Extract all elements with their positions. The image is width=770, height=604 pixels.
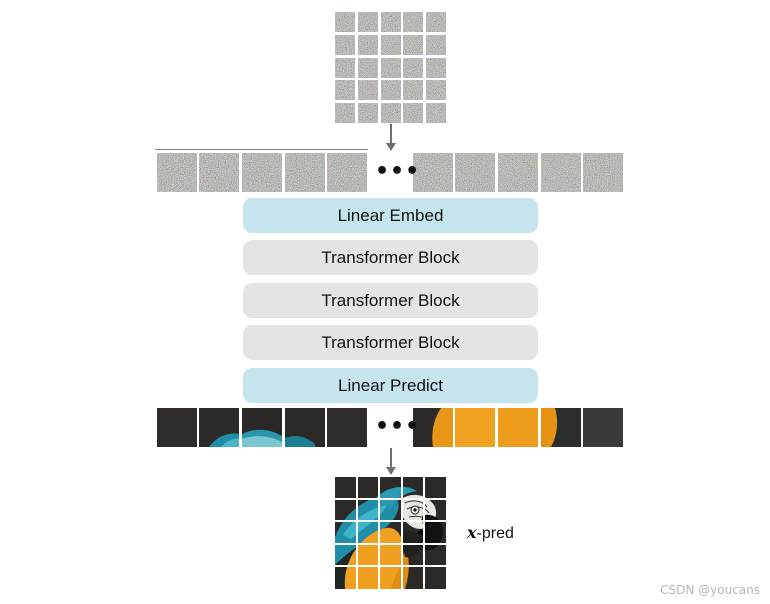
noisy-token	[583, 153, 623, 192]
transformer-block-2: Transformer Block	[243, 283, 538, 318]
predicted-output-image	[335, 477, 446, 589]
grid-line	[423, 477, 425, 589]
predicted-token	[242, 408, 282, 447]
grid-line	[335, 498, 446, 500]
noise-patch	[335, 12, 355, 32]
grid-line	[335, 543, 446, 545]
noise-patch	[403, 34, 424, 55]
noise-patch	[426, 34, 446, 55]
transformer-block-1: Transformer Block	[243, 240, 538, 275]
predicted-token	[413, 408, 453, 447]
noise-patch	[335, 80, 355, 101]
noisy-token	[327, 153, 367, 192]
x-pred-label: x-pred	[467, 523, 514, 543]
noise-patch	[357, 34, 378, 55]
noise-patch	[403, 80, 424, 101]
noise-patch	[357, 80, 378, 101]
arrow-down-icon	[386, 124, 396, 151]
noise-patch	[380, 34, 401, 55]
noise-patch	[426, 12, 446, 32]
noisy-token	[413, 153, 453, 192]
noise-patch	[426, 57, 446, 78]
noise-patch	[357, 103, 378, 123]
watermark: CSDN @youcans	[660, 583, 760, 597]
noise-patch	[335, 57, 355, 78]
noise-patch	[403, 12, 424, 32]
noisy-token	[199, 153, 239, 192]
noise-patch	[357, 57, 378, 78]
noisy-token	[157, 153, 197, 192]
linear-predict-block: Linear Predict	[243, 368, 538, 403]
grid-line	[356, 477, 358, 589]
predicted-token	[327, 408, 367, 447]
linear-embed-block: Linear Embed	[243, 198, 538, 233]
noise-patch	[335, 103, 355, 123]
x-pred-symbol: x	[467, 523, 477, 542]
noisy-token	[498, 153, 538, 192]
ellipsis-top: •••	[375, 159, 421, 184]
predicted-token	[157, 408, 197, 447]
predicted-token	[285, 408, 325, 447]
grid-line	[401, 477, 403, 589]
noisy-token	[285, 153, 325, 192]
noisy-token	[242, 153, 282, 192]
predicted-token	[541, 408, 581, 447]
noise-patch	[380, 57, 401, 78]
noise-patch	[403, 103, 424, 123]
predicted-token	[583, 408, 623, 447]
ellipsis-bottom: •••	[375, 414, 421, 439]
grid-line	[335, 520, 446, 522]
grid-line	[378, 477, 380, 589]
noisy-token	[541, 153, 581, 192]
noise-patch	[403, 57, 424, 78]
noise-patch	[426, 80, 446, 101]
noise-patch	[357, 12, 378, 32]
noise-patch	[380, 80, 401, 101]
parrot-image	[335, 477, 446, 589]
predicted-token	[455, 408, 495, 447]
x-pred-suffix: -pred	[476, 525, 514, 542]
predicted-token	[199, 408, 239, 447]
arrow-down-icon	[386, 448, 396, 475]
noise-patch	[426, 103, 446, 123]
top-divider-line	[155, 149, 368, 150]
noise-patch	[380, 103, 401, 123]
noisy-input-image	[335, 12, 446, 123]
predicted-token	[498, 408, 538, 447]
noise-patch	[380, 12, 401, 32]
noise-patch	[335, 34, 355, 55]
grid-line	[335, 565, 446, 567]
transformer-block-3: Transformer Block	[243, 325, 538, 360]
noisy-token	[455, 153, 495, 192]
